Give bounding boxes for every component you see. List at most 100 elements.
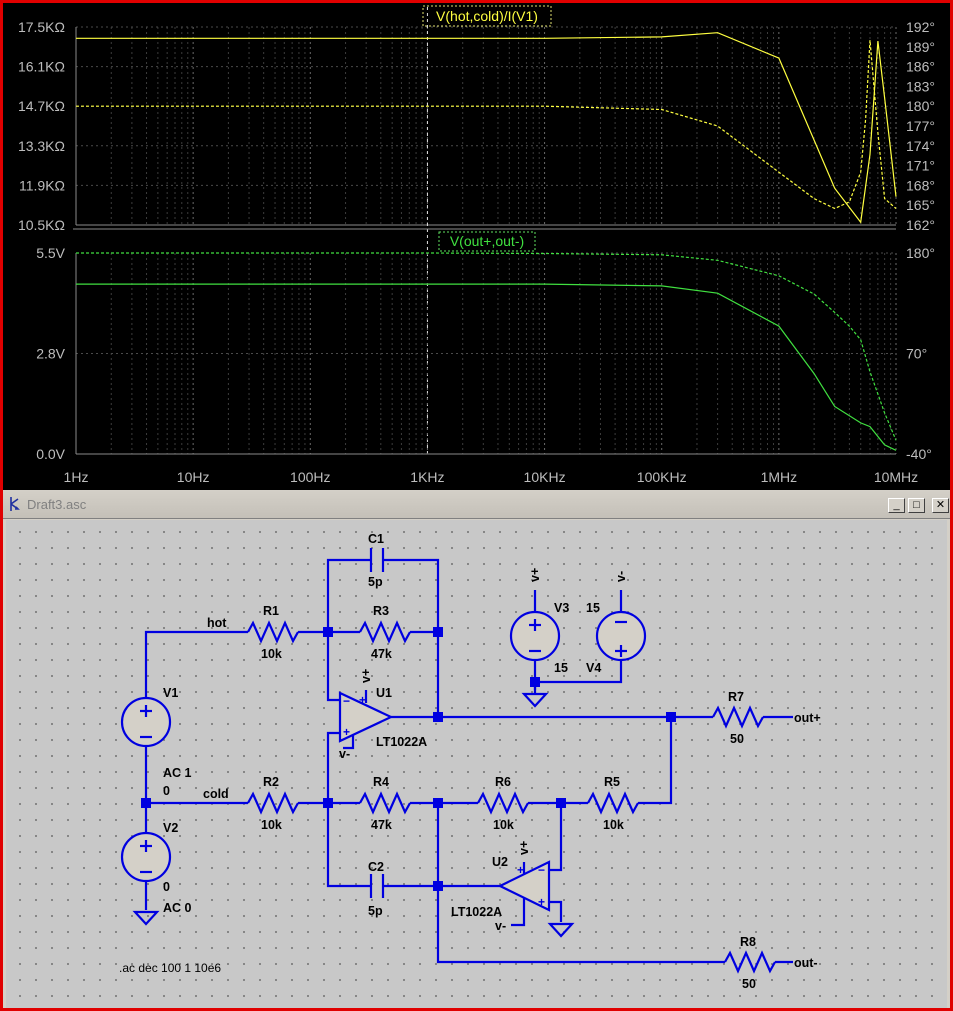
r2-value: 10k — [261, 818, 282, 832]
r4-value: 47k — [371, 818, 392, 832]
x-tick-label: 100KHz — [637, 469, 687, 485]
minimize-button[interactable]: _ — [888, 498, 905, 513]
x-tick-label: 1KHz — [410, 469, 444, 485]
pane1-right-tick-label: 174° — [906, 138, 935, 154]
r4-name: R4 — [373, 775, 389, 789]
pane1-right-tick-label: 189° — [906, 39, 935, 55]
pane2-left-tick-label: 2.8V — [36, 346, 65, 362]
u2-name: U2 — [492, 855, 508, 869]
trace-2-magnitude — [76, 283, 897, 451]
r1-name: R1 — [263, 604, 279, 618]
port-out-minus: out- — [794, 956, 818, 970]
voltage-sources[interactable] — [120, 610, 647, 883]
v2-name: V2 — [163, 821, 178, 835]
pane1-left-tick-label: 16.1KΩ — [18, 59, 65, 75]
ltspice-schematic-icon — [10, 497, 20, 511]
pane1-title[interactable]: V(hot,cold)/I(V1) — [436, 8, 538, 24]
c2-name: C2 — [368, 860, 384, 874]
schematic-titlebar[interactable]: Draft3.asc _ □ ✕ — [3, 490, 950, 519]
r8-name: R8 — [740, 935, 756, 949]
pane1-right-tick-label: 162° — [906, 217, 935, 233]
x-tick-label: 10Hz — [177, 469, 210, 485]
r3-value: 47k — [371, 647, 392, 661]
traces — [76, 32, 897, 451]
opamp-pin-signs: −+ −+ ++ — [343, 693, 545, 909]
junctions — [141, 627, 676, 891]
schematic-window[interactable]: Draft3.asc _ □ ✕ — [0, 490, 953, 1011]
net-vplus-flag: v+ — [528, 568, 542, 582]
pane2-right-tick-label: 180° — [906, 245, 935, 261]
x-tick-label: 10MHz — [874, 469, 918, 485]
pane2-title[interactable]: V(out+,out-) — [450, 233, 524, 249]
net-cold: cold — [203, 787, 229, 801]
u2-vminus-flag: v- — [495, 919, 506, 933]
trace-1-phase — [76, 40, 897, 210]
maximize-button[interactable]: □ — [908, 498, 925, 513]
trace-1-magnitude — [76, 32, 897, 224]
r7-value: 50 — [730, 732, 744, 746]
v2-value-ac: AC 0 — [163, 901, 192, 915]
pane1-left-tick-label: 10.5KΩ — [18, 217, 65, 233]
pane1-grid — [75, 7, 897, 454]
source-polarity — [140, 619, 627, 874]
c2-value: 5p — [368, 904, 383, 918]
v4-name: V4 — [586, 661, 601, 675]
opamps[interactable] — [338, 691, 551, 912]
pane1-left-tick-label: 11.9KΩ — [19, 177, 65, 193]
pane1-left-tick-label: 13.3KΩ — [18, 138, 65, 154]
r6-value: 10k — [493, 818, 514, 832]
v1-value-dc: 0 — [163, 784, 170, 798]
pane1-left-tick-label: 14.7KΩ — [18, 98, 65, 114]
close-button[interactable]: ✕ — [932, 498, 949, 513]
v4-value: 15 — [586, 601, 600, 615]
schematic-canvas[interactable]: −+ −+ ++ — [6, 520, 947, 1008]
r2-name: R2 — [263, 775, 279, 789]
capacitors[interactable] — [369, 548, 385, 898]
v1-name: V1 — [163, 686, 178, 700]
pane1-right-tick-label: 192° — [906, 19, 935, 35]
r5-name: R5 — [604, 775, 620, 789]
spice-directive[interactable]: .ac dec 100 1 10e6 — [119, 961, 221, 975]
u1-name: U1 — [376, 686, 392, 700]
trace-2-phase — [76, 252, 897, 441]
axis-ticks: 17.5KΩ 16.1KΩ 14.7KΩ 13.3KΩ 11.9KΩ 10.5KΩ 192°… — [18, 19, 935, 485]
pane2-left-tick-label: 0.0V — [36, 446, 65, 462]
svg-text:−: − — [538, 863, 545, 877]
waveform-viewer[interactable]: 17.5KΩ 16.1KΩ 14.7KΩ 13.3KΩ 11.9KΩ 10.5KΩ 192°… — [0, 0, 953, 490]
pane1-right-tick-label: 186° — [906, 59, 935, 75]
svg-text:+: + — [343, 725, 350, 739]
svg-text:+: + — [359, 693, 366, 707]
pane2-left-tick-label: 5.5V — [36, 245, 65, 261]
u2-vplus-flag: v+ — [517, 841, 531, 855]
pane1-right-tick-label: 183° — [906, 78, 935, 94]
x-tick-label: 1Hz — [64, 469, 89, 485]
window-title: Draft3.asc — [27, 497, 87, 512]
v3-value: 15 — [554, 661, 568, 675]
wires — [144, 558, 793, 964]
v1-value-ac: AC 1 — [163, 766, 192, 780]
u2-model: LT1022A — [451, 905, 502, 919]
r5-value: 10k — [603, 818, 624, 832]
pane1-left-tick-label: 17.5KΩ — [18, 19, 65, 35]
u1-vplus-flag: v+ — [359, 669, 373, 683]
u1-model: LT1022A — [376, 735, 427, 749]
x-tick-label: 1MHz — [761, 469, 798, 485]
resistors[interactable] — [247, 620, 776, 974]
pane2-right-tick-label: 70° — [906, 346, 927, 362]
pane2-right-tick-label: -40° — [906, 446, 932, 462]
pane1-title-box — [422, 5, 552, 27]
pane1-right-tick-label: 177° — [906, 118, 935, 134]
port-out-plus: out+ — [794, 711, 821, 725]
svg-text:−: − — [343, 694, 350, 708]
pane2-title-box — [438, 231, 536, 252]
component-labels: C1 5p R1 10k R3 47k hot cold V1 AC 1 0 V… — [163, 532, 821, 991]
x-tick-label: 100Hz — [290, 469, 330, 485]
net-vminus-flag: v- — [614, 571, 628, 582]
pane1-right-tick-label: 165° — [906, 197, 935, 213]
r7-name: R7 — [728, 690, 744, 704]
pane2-grid — [75, 252, 897, 455]
pane1-right-tick-label: 168° — [906, 177, 935, 193]
svg-text:+: + — [538, 895, 545, 909]
svg-text:+: + — [517, 863, 524, 877]
net-hot: hot — [207, 616, 227, 630]
